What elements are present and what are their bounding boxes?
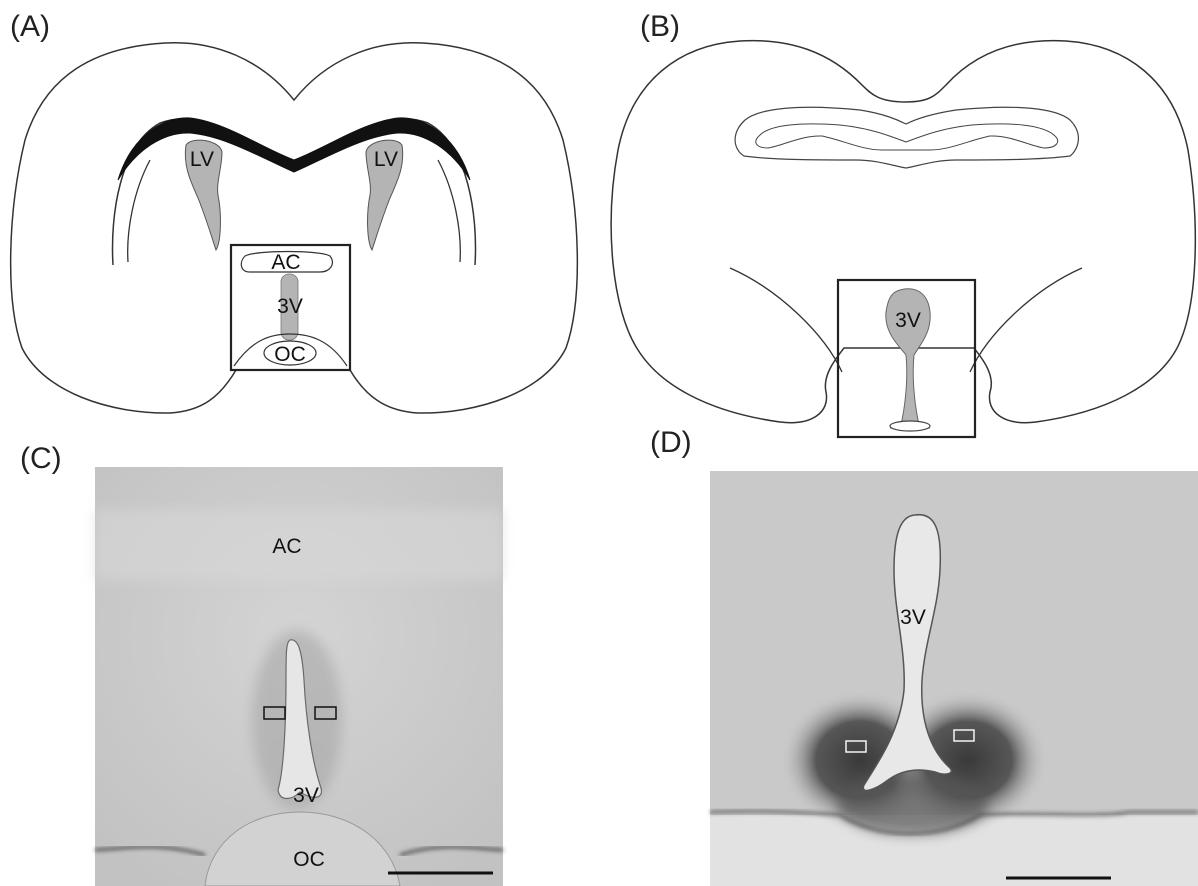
optic-chiasm-b <box>890 421 930 431</box>
v3-label-a: 3V <box>277 295 303 318</box>
lv-right-label: LV <box>374 148 398 171</box>
ac-label-c: AC <box>272 535 301 558</box>
v3-label-b: 3V <box>895 309 921 332</box>
panel-b-label: (B) <box>640 10 680 43</box>
panel-d-label: (D) <box>650 426 692 459</box>
panel-a: (A) LV LV AC 3V OC <box>10 10 577 413</box>
panel-c: (C) AC 3V OC <box>20 442 503 886</box>
panel-a-label: (A) <box>10 10 50 43</box>
v3-label-c: 3V <box>293 784 319 807</box>
hypothalamus-outline-right <box>970 268 1082 372</box>
oc-label-a: OC <box>274 343 306 366</box>
hypothalamus-outline-left <box>730 268 842 372</box>
inner-outline-left <box>128 160 150 262</box>
panel-b: (B) 3V <box>611 10 1195 437</box>
corpus-callosum <box>113 119 476 265</box>
lv-left-label: LV <box>190 148 214 171</box>
panel-d: (D) 3V <box>650 426 1198 886</box>
brain-outline-b <box>611 41 1195 423</box>
ventricle-outline-inner <box>756 124 1058 150</box>
ventricle-outline-outer <box>735 107 1078 168</box>
inner-outline-right <box>438 160 460 262</box>
oc-label-c: OC <box>293 848 325 871</box>
corpus-callosum-band <box>118 118 470 180</box>
v3-label-d: 3V <box>900 606 926 629</box>
ac-label-a: AC <box>271 251 300 274</box>
panel-c-label: (C) <box>20 442 62 475</box>
